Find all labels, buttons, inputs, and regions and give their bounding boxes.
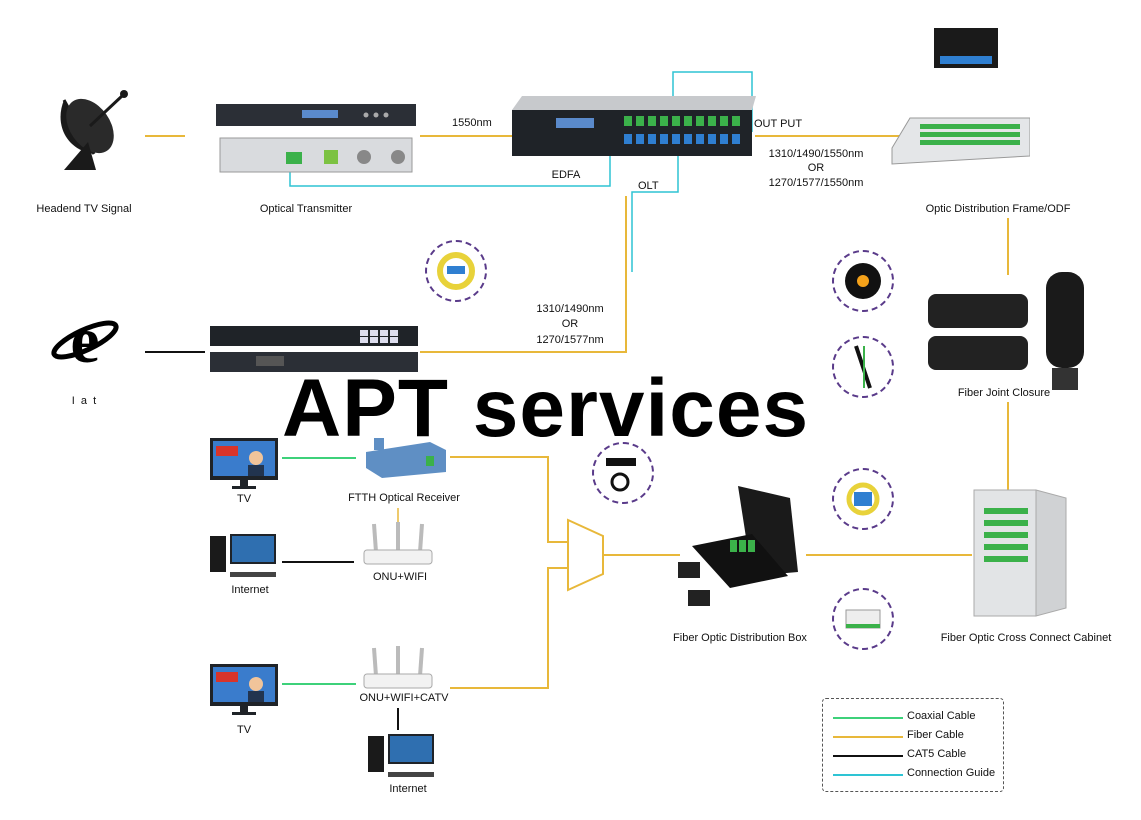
tv1-label: TV [236, 493, 252, 505]
legend-label: Fiber Cable [907, 729, 964, 741]
fiber-lines [145, 135, 1009, 689]
olt-wavelength-line2: OR [561, 318, 579, 330]
optical-transmitter-device [216, 104, 416, 173]
odf-label: Optic Distribution Frame/ODF [925, 203, 1071, 215]
tv-news-icon [210, 438, 278, 489]
drop-cable-badge [832, 336, 894, 398]
internet-top-label: I a t [71, 395, 97, 407]
edfa-device [512, 96, 756, 156]
edfa-label: EDFA [551, 169, 581, 181]
headend-label: Headend TV Signal [36, 203, 132, 215]
cat5-lines [145, 351, 399, 730]
desktop-computer-icon [368, 734, 434, 777]
svg-text:e: e [70, 304, 99, 374]
distribution-box-device [678, 486, 798, 606]
guide-olt [631, 152, 679, 272]
plc-splitter-badge [832, 588, 894, 650]
watermark-text: APT services [282, 363, 810, 454]
legend-label: Coaxial Cable [907, 710, 976, 722]
output-label: OUT PUT [754, 118, 803, 130]
legend-item-cat5: CAT5 Cable [833, 748, 1003, 762]
tv-news-icon [210, 664, 278, 715]
splitter-module-badge [832, 468, 894, 530]
olt-wavelength-line3: 1270/1577nm [536, 334, 604, 346]
internet-explorer-icon: e [51, 304, 119, 374]
legend-swatch [833, 736, 903, 738]
wifi-router-icon [363, 646, 433, 689]
wifi-router-icon [363, 522, 433, 565]
coaxial-lines [282, 457, 356, 685]
legend-label: Connection Guide [907, 767, 996, 779]
fiber-patch-cord-badge [425, 240, 487, 302]
odf-wavelength-line3: 1270/1577/1550nm [768, 177, 864, 189]
cross-connect-label: Fiber Optic Cross Connect Cabinet [940, 632, 1112, 644]
legend: Coaxial Cable Fiber Cable CAT5 Cable Con… [822, 698, 1004, 792]
legend-swatch [833, 774, 903, 776]
internet1-label: Internet [231, 584, 269, 596]
fiber-receiver-splitter [450, 456, 568, 543]
distribution-box-label: Fiber Optic Distribution Box [673, 632, 807, 644]
desktop-computer-icon [210, 534, 276, 577]
satellite-dish-icon [60, 90, 128, 170]
legend-label: CAT5 Cable [907, 748, 967, 760]
internet2-label: Internet [389, 783, 427, 795]
joint-closure-label: Fiber Joint Closure [957, 387, 1051, 399]
legend-item-guide: Connection Guide [833, 767, 1003, 781]
legend-item-coaxial: Coaxial Cable [833, 710, 1003, 724]
fiber-olt-edfa [420, 196, 627, 353]
onu-wifi-catv-label: ONU+WIFI+CATV [359, 692, 449, 704]
tv2-label: TV [236, 724, 252, 736]
fiber-cable-reel-badge [832, 250, 894, 312]
legend-item-fiber: Fiber Cable [833, 729, 1003, 743]
olt-wavelength-line1: 1310/1490nm [536, 303, 604, 315]
joint-closure-device [928, 272, 1084, 390]
cross-connect-cabinet-device [973, 489, 1067, 617]
splitter-shape [567, 518, 604, 592]
fiber-onu-splitter [450, 567, 568, 689]
olt-label: OLT [638, 180, 659, 192]
ftth-receiver-label: FTTH Optical Receiver [348, 492, 460, 504]
onu-wifi-label: ONU+WIFI [372, 571, 428, 583]
transmitter-label: Optical Transmitter [259, 203, 353, 215]
odf-device [891, 28, 1030, 165]
connector-badge [592, 442, 654, 504]
olt-device [210, 326, 418, 372]
tx-wavelength-label: 1550nm [452, 117, 492, 129]
legend-swatch [833, 755, 903, 757]
ftth-receiver-device [366, 438, 446, 478]
legend-swatch [833, 717, 903, 719]
odf-wavelength-line1: 1310/1490/1550nm [768, 148, 864, 160]
odf-wavelength-line2: OR [807, 162, 825, 174]
